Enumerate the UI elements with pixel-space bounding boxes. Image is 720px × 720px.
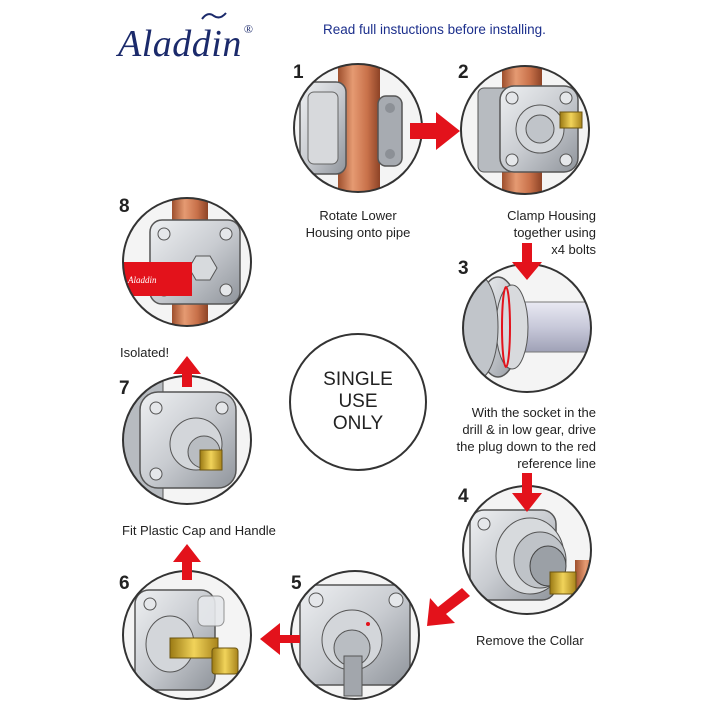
brass-spindle xyxy=(169,637,219,659)
aladdin-logo: Aladdin® xyxy=(118,22,253,66)
step-2-illustration xyxy=(460,65,590,195)
caption-line: Housing onto pipe xyxy=(305,225,411,240)
arrow-down-left-icon xyxy=(427,588,470,626)
caption-line: With the socket in the xyxy=(471,405,596,420)
red-reference-line xyxy=(501,286,511,368)
single-use-badge: SINGLE USE ONLY xyxy=(289,333,427,471)
step-7-caption: Fit Plastic Cap and Handle xyxy=(122,523,276,538)
flow-arrows xyxy=(173,112,542,655)
red-isolation-handle xyxy=(123,262,192,296)
caption-line: together using xyxy=(513,225,596,240)
step-7-illustration xyxy=(122,375,252,505)
arrow-down-icon xyxy=(512,473,542,512)
step-8-caption: Isolated! xyxy=(120,345,170,360)
arrow-up-icon xyxy=(173,544,201,580)
step-5-number: 5 xyxy=(291,573,302,594)
step-2-number: 2 xyxy=(458,62,469,83)
logo-text: Aladdin xyxy=(118,23,242,65)
plastic-cap xyxy=(197,595,225,627)
step-5-illustration xyxy=(290,570,420,700)
step-8-illustration: Aladdin xyxy=(122,197,252,327)
step-4-illustration xyxy=(462,485,592,615)
caption-line: Clamp Housing xyxy=(507,208,596,223)
step-8-number: 8 xyxy=(119,196,130,217)
arrow-down-icon xyxy=(512,243,542,280)
step-1-number: 1 xyxy=(293,62,304,83)
arrow-right-icon xyxy=(410,112,460,150)
step-3-number: 3 xyxy=(458,258,469,279)
caption-line: reference line xyxy=(517,456,596,471)
step-1-caption: Rotate Lower Housing onto pipe xyxy=(283,207,433,241)
arrow-up-icon xyxy=(173,356,201,387)
instructions-header: Read full instuctions before installing. xyxy=(323,22,546,37)
single-use-text: SINGLE USE ONLY xyxy=(323,369,393,434)
step-3-illustration xyxy=(462,263,592,393)
step-2-caption: Clamp Housing together using x4 bolts xyxy=(440,207,596,258)
step-6-illustration xyxy=(122,570,252,700)
registered-mark: ® xyxy=(243,22,254,36)
step-4-number: 4 xyxy=(458,486,469,507)
step-7-number: 7 xyxy=(119,378,130,399)
caption-line: x4 bolts xyxy=(551,242,596,257)
caption-line: the plug down to the red xyxy=(456,439,597,454)
step-1-illustration xyxy=(293,63,423,193)
caption-line: drill & in low gear, drive xyxy=(462,422,596,437)
step-3-caption: With the socket in the drill & in low ge… xyxy=(420,404,597,472)
handle-tag-text: Aladdin xyxy=(127,275,157,285)
caption-line: Rotate Lower xyxy=(319,208,397,223)
step-4-caption: Remove the Collar xyxy=(476,633,584,648)
step-6-number: 6 xyxy=(119,573,130,594)
arrow-left-icon xyxy=(260,623,300,655)
logo-swoosh-icon xyxy=(201,12,227,20)
